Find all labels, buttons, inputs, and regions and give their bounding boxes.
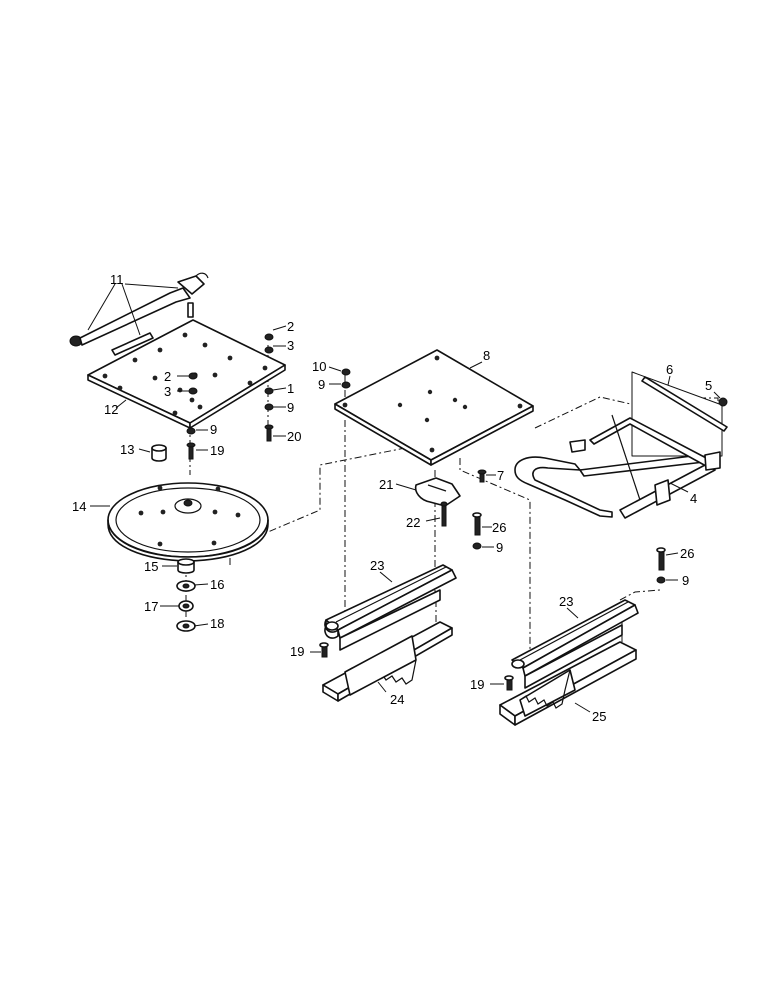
callout-19: 19 (210, 443, 224, 458)
parts-4-6-seat-frame (514, 371, 728, 519)
callout-24: 24 (390, 692, 404, 707)
callout-3: 3 (164, 384, 171, 399)
callout-20: 20 (287, 429, 301, 444)
part-7-bolt (477, 469, 487, 483)
callout-26: 26 (680, 546, 694, 561)
part-14-disc (107, 482, 269, 562)
part-12-plate (87, 319, 286, 429)
callout-16: 16 (210, 577, 224, 592)
part-23-rail-right (511, 599, 639, 689)
parts-15-18-bearing-stack (176, 558, 196, 632)
callout-13: 13 (120, 442, 134, 457)
callout-9: 9 (496, 540, 503, 555)
callout-5: 5 (705, 378, 712, 393)
callout-26: 26 (492, 520, 506, 535)
callout-22: 22 (406, 515, 420, 530)
callout-6: 6 (666, 362, 673, 377)
callout-9: 9 (210, 422, 217, 437)
part-8-plate (334, 349, 534, 466)
part-24-base (322, 621, 453, 702)
callout-3: 3 (287, 338, 294, 353)
callout-2: 2 (287, 319, 294, 334)
callout-21: 21 (379, 477, 393, 492)
callout-9: 9 (682, 573, 689, 588)
callout-17: 17 (144, 599, 158, 614)
callout-labels: 11 2 3 2 3 1 9 20 12 9 19 13 14 15 16 17… (72, 272, 712, 724)
part-13-bumper (151, 444, 167, 462)
callout-23: 23 (370, 558, 384, 573)
callout-19: 19 (470, 677, 484, 692)
callout-19: 19 (290, 644, 304, 659)
callout-12: 12 (104, 402, 118, 417)
callout-1: 1 (287, 381, 294, 396)
callout-8: 8 (483, 348, 490, 363)
callout-25: 25 (592, 709, 606, 724)
callout-10: 10 (312, 359, 326, 374)
callout-23: 23 (559, 594, 573, 609)
part-11-lever (69, 272, 209, 356)
callout-7: 7 (497, 468, 504, 483)
callout-15: 15 (144, 559, 158, 574)
part-25-base (499, 641, 637, 726)
callout-2: 2 (164, 369, 171, 384)
callout-14: 14 (72, 499, 86, 514)
part-23-rail-left (324, 564, 457, 651)
callout-9: 9 (287, 400, 294, 415)
part-26-bolts (472, 512, 666, 584)
leader-lines (87, 283, 721, 713)
part-19-bolts (319, 642, 514, 691)
callout-4: 4 (690, 491, 697, 506)
callout-18: 18 (210, 616, 224, 631)
part-21-bracket (414, 477, 461, 527)
left-hardware (186, 333, 274, 460)
callout-9: 9 (318, 377, 325, 392)
callout-11: 11 (110, 272, 124, 287)
